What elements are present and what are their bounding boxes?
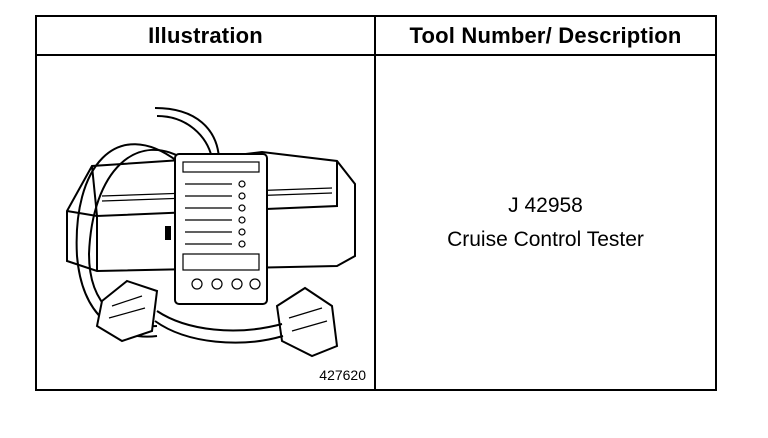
tester-panel xyxy=(174,153,268,305)
tool-number: J 42958 xyxy=(508,193,583,217)
header-illustration: Illustration xyxy=(148,22,263,48)
tool-description-cell: J 42958 Cruise Control Tester xyxy=(376,56,715,389)
connector-right xyxy=(275,286,339,358)
header-tool-description: Tool Number/ Description xyxy=(409,22,682,48)
tool-table: Illustration Tool Number/ Description xyxy=(35,15,717,391)
figure-number: 427620 xyxy=(319,367,366,383)
tool-description: Cruise Control Tester xyxy=(447,227,644,251)
cruise-control-tester-illustration xyxy=(66,107,356,358)
tool-illustration-cell: 427620 xyxy=(37,56,374,389)
header-divider xyxy=(37,54,715,56)
connector-left xyxy=(95,279,159,343)
column-divider xyxy=(374,17,376,389)
